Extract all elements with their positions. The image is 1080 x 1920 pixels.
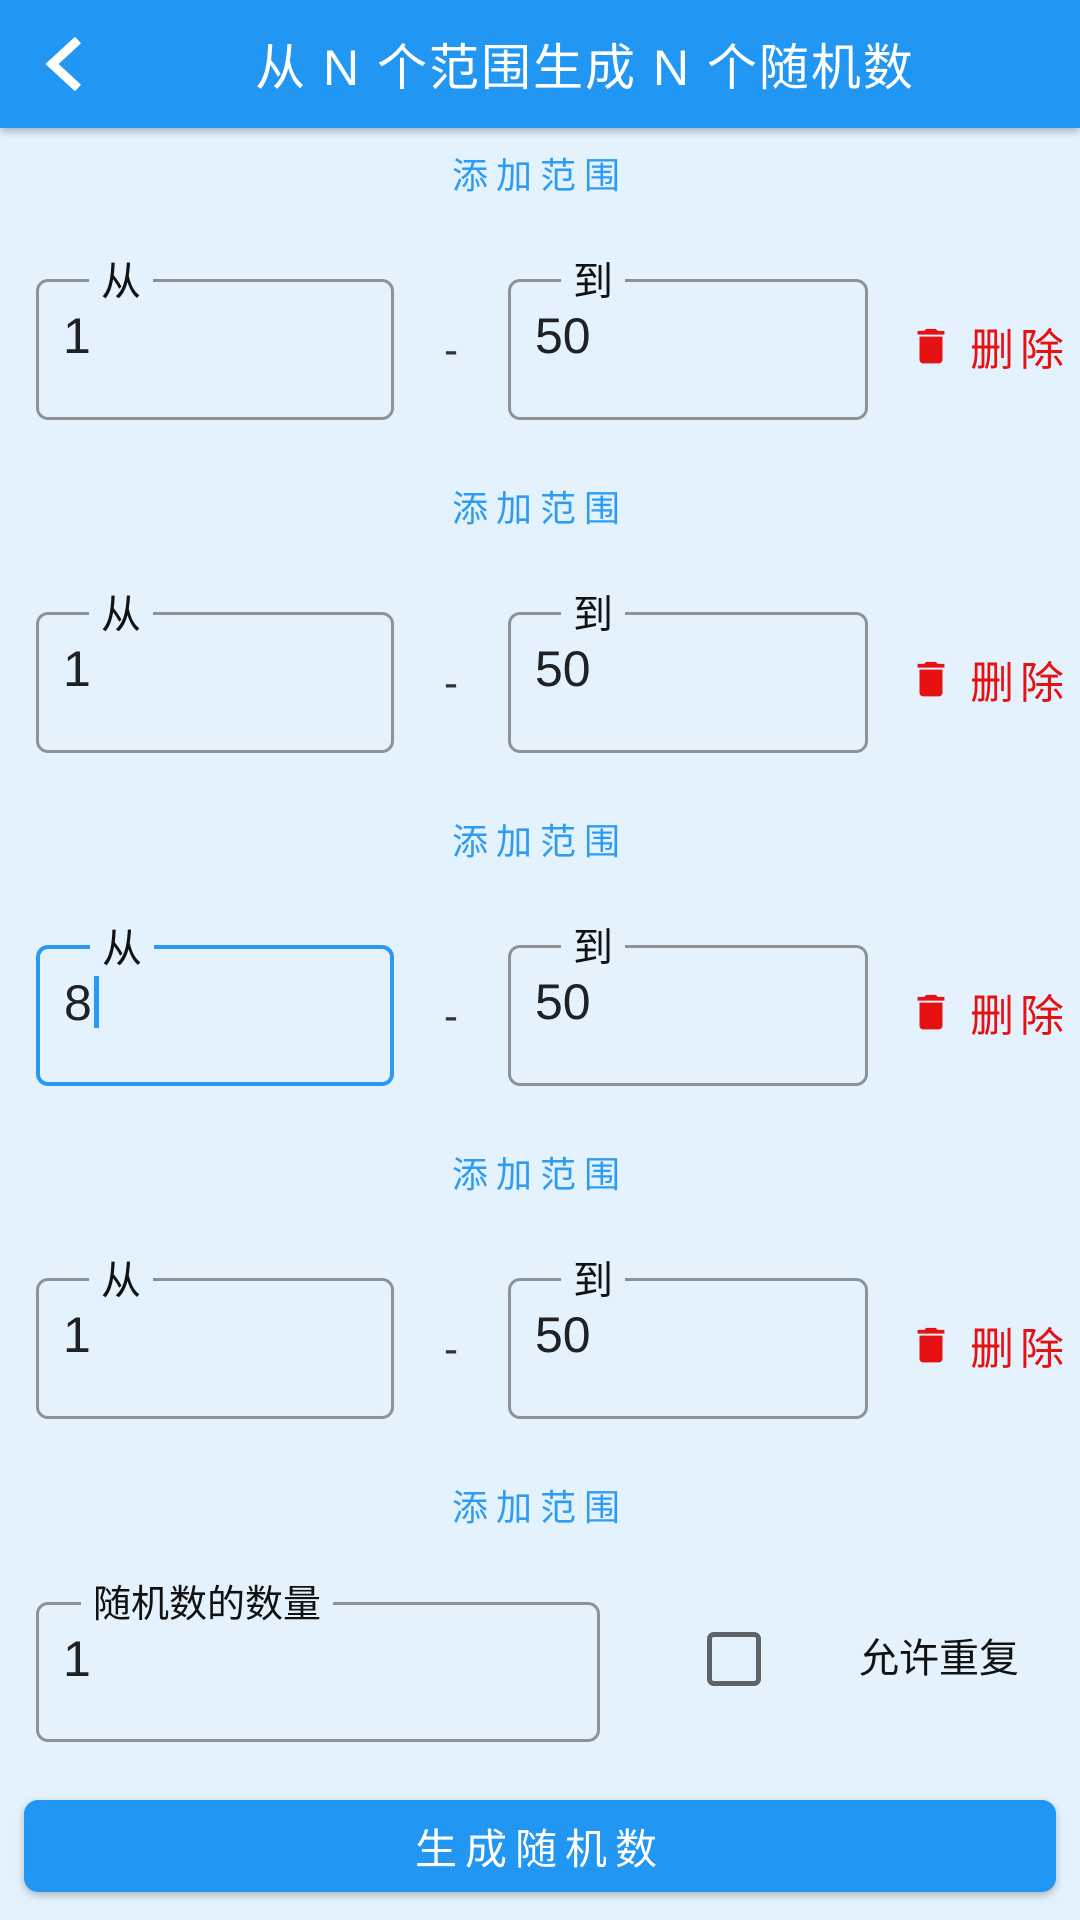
from-input-value: 1 — [63, 1307, 91, 1363]
from-input-value: 1 — [63, 641, 91, 697]
from-input-label: 从 — [89, 593, 153, 637]
text-cursor — [93, 976, 99, 1028]
from-input-3-focused[interactable]: 从 8 — [36, 927, 394, 1086]
allow-duplicates-label: 允许重复 — [859, 1637, 1019, 1681]
range-separator: - — [444, 992, 458, 1039]
delete-label: 删除 — [970, 991, 1070, 1041]
delete-range-button-4[interactable]: 删除 — [908, 1313, 1070, 1377]
to-input-1[interactable]: 到 50 — [508, 260, 868, 420]
delete-range-button-2[interactable]: 删除 — [908, 647, 1070, 711]
chevron-left-icon — [45, 36, 82, 92]
trash-icon — [917, 328, 945, 363]
range-row-2: 从 1 - 到 50 删除 — [0, 593, 1080, 753]
range-separator: - — [444, 659, 458, 706]
delete-label: 删除 — [970, 325, 1070, 375]
delete-label: 删除 — [970, 658, 1070, 708]
to-input-value: 50 — [535, 308, 591, 364]
count-input[interactable]: 随机数的数量 1 — [36, 1583, 600, 1742]
range-row-3: 从 8 - 到 50 删除 — [0, 926, 1080, 1086]
add-range-button-4[interactable]: 添加范围 — [451, 1154, 628, 1195]
from-input-1[interactable]: 从 1 — [36, 260, 394, 420]
to-input-label: 到 — [561, 926, 625, 970]
add-range-button-3[interactable]: 添加范围 — [451, 821, 628, 862]
add-range-button-2[interactable]: 添加范围 — [451, 488, 628, 529]
count-input-label: 随机数的数量 — [81, 1583, 334, 1627]
to-input-value: 50 — [535, 1307, 591, 1363]
from-input-value: 8 — [64, 975, 99, 1031]
add-range-button-5[interactable]: 添加范围 — [451, 1487, 628, 1528]
page-title: 从 N 个范围生成 N 个随机数 — [255, 40, 915, 96]
to-input-4[interactable]: 到 50 — [508, 1259, 868, 1419]
count-section: 随机数的数量 1 允许重复 — [0, 1583, 1080, 1742]
range-separator: - — [444, 326, 458, 373]
from-input-4[interactable]: 从 1 — [36, 1259, 394, 1419]
from-input-label: 从 — [89, 1259, 153, 1303]
trash-icon — [917, 661, 945, 696]
delete-range-button-1[interactable]: 删除 — [908, 314, 1070, 378]
generate-button[interactable]: 生成随机数 — [24, 1800, 1056, 1892]
to-input-2[interactable]: 到 50 — [508, 593, 868, 753]
to-input-value: 50 — [535, 974, 591, 1030]
from-input-label: 从 — [90, 927, 154, 971]
to-input-label: 到 — [561, 593, 625, 637]
from-input-value: 1 — [63, 308, 91, 364]
trash-icon — [917, 1327, 945, 1362]
range-row-1: 从 1 - 到 50 删除 — [0, 260, 1080, 420]
count-input-value: 1 — [63, 1631, 91, 1687]
back-button[interactable] — [0, 0, 130, 128]
from-input-2[interactable]: 从 1 — [36, 593, 394, 753]
app-bar: 从 N 个范围生成 N 个随机数 — [0, 0, 1080, 128]
to-input-3[interactable]: 到 50 — [508, 926, 868, 1086]
add-range-button-1[interactable]: 添加范围 — [451, 155, 628, 196]
to-input-value: 50 — [535, 641, 591, 697]
trash-icon — [917, 994, 945, 1029]
range-row-4: 从 1 - 到 50 删除 — [0, 1259, 1080, 1419]
from-input-label: 从 — [89, 260, 153, 304]
to-input-label: 到 — [561, 1259, 625, 1303]
delete-range-button-3[interactable]: 删除 — [908, 980, 1070, 1044]
to-input-label: 到 — [561, 260, 625, 304]
delete-label: 删除 — [970, 1324, 1070, 1374]
range-separator: - — [444, 1325, 458, 1372]
allow-duplicates-checkbox[interactable] — [707, 1632, 761, 1686]
